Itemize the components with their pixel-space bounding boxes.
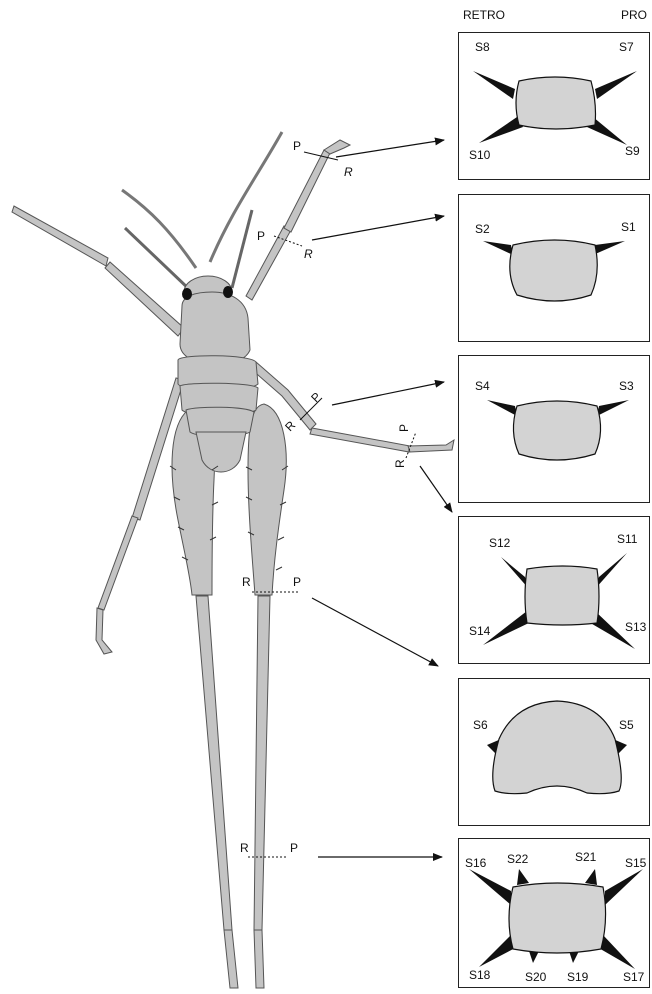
arrow-1 [336,140,444,157]
spine-s3 [597,400,629,416]
label-s7: S7 [619,40,634,54]
cross-section-panel-6: S16 S22 S21 S15 S18 S20 S19 S17 [458,838,650,988]
right-foreleg-tarsus [324,140,350,154]
left-palp [125,228,190,290]
label-s3: S3 [619,379,634,393]
cut-label-r-4: R [393,459,407,468]
cut-label-r-2: R [304,247,313,261]
label-s1: S1 [621,220,636,234]
cut-line-4 [406,432,416,458]
cross-section-5-shape [493,701,622,794]
label-s9: S9 [625,144,640,158]
arrow-5 [312,598,438,666]
cross-section-panel-3: S4 S3 [458,355,650,503]
cross-section-1-drawing: S8 S7 S10 S9 [459,33,651,181]
cross-section-panel-5: S6 S5 [458,678,650,826]
cross-section-4-shape [525,566,599,625]
left-hindleg-tarsus [224,930,238,988]
label-s15: S15 [625,856,647,870]
right-foreleg-tibia [284,150,330,232]
cross-section-6-shape [509,883,606,953]
right-palp [232,210,252,288]
label-s11: S11 [617,532,638,546]
right-eye [223,286,233,298]
spine-s10 [479,117,523,143]
spine-s12 [501,557,529,589]
cross-section-panel-2: S2 S1 [458,194,650,342]
cut-label-r-6: R [240,841,249,855]
label-s16: S16 [465,856,487,870]
arrow-3 [332,382,444,405]
cut-label-r-5: R [242,575,251,589]
cross-section-panel-1: S8 S7 S10 S9 [458,32,650,180]
cross-section-4-drawing: S12 S11 S14 S13 [459,517,651,665]
label-s20: S20 [525,970,547,984]
right-antenna [210,132,282,262]
label-s2: S2 [475,222,490,236]
right-hindleg-tibia [254,596,270,930]
cross-section-5-drawing: S6 S5 [459,679,651,827]
spine-s22 [517,869,529,885]
cut-label-p-1: P [293,139,301,153]
left-hindleg-tibia [196,596,232,930]
label-s18: S18 [469,968,491,982]
label-s12: S12 [489,536,511,550]
right-hindleg-tarsus [254,930,264,988]
cut-label-p-6: P [290,841,298,855]
right-hindleg-femur [248,404,286,595]
label-s10: S10 [469,148,491,162]
spine-s21 [585,869,597,885]
cut-label-p-5: P [293,575,301,589]
spine-s1 [593,241,625,255]
label-s5: S5 [619,718,634,732]
cut-label-r-3: R [282,418,298,434]
cross-section-6-drawing: S16 S22 S21 S15 S18 S20 S19 S17 [459,839,651,989]
left-midleg-tarsus [96,608,112,654]
cross-section-2-drawing: S2 S1 [459,195,651,343]
label-s19: S19 [567,970,589,984]
spine-s15 [605,869,643,905]
left-midleg-tibia [98,516,138,610]
left-antenna [122,190,196,268]
cross-section-panel-4: S12 S11 S14 S13 [458,516,650,664]
label-s22: S22 [507,852,529,866]
cross-section-1-shape [516,77,596,129]
right-midleg-tibia [310,428,410,452]
label-s13: S13 [625,620,647,634]
label-s4: S4 [475,379,490,393]
cross-section-3-drawing: S4 S3 [459,356,651,504]
label-s21: S21 [575,850,597,864]
spine-s7 [595,71,637,99]
label-s14: S14 [469,624,491,638]
pronotum [180,292,250,364]
left-eye [182,288,192,300]
arrow-2 [312,216,444,240]
cross-section-2-shape [510,240,597,301]
label-s6: S6 [473,718,488,732]
cut-label-r-1: R [344,165,353,179]
cut-label-p-3: P [308,390,324,406]
spine-s11 [595,553,627,589]
spine-s2 [483,241,513,255]
spine-s4 [487,400,517,416]
cut-label-p-4: P [397,424,411,432]
right-midleg-tarsus [408,440,454,452]
spine-s8 [473,71,515,99]
left-foreleg-tibia [12,206,108,266]
spine-s16 [469,869,511,905]
cross-section-3-shape [513,401,600,460]
label-s8: S8 [475,40,490,54]
right-foreleg-femur [246,226,291,300]
label-s17: S17 [623,970,645,984]
arrow-4 [420,466,452,512]
cut-label-p-2: P [257,229,265,243]
